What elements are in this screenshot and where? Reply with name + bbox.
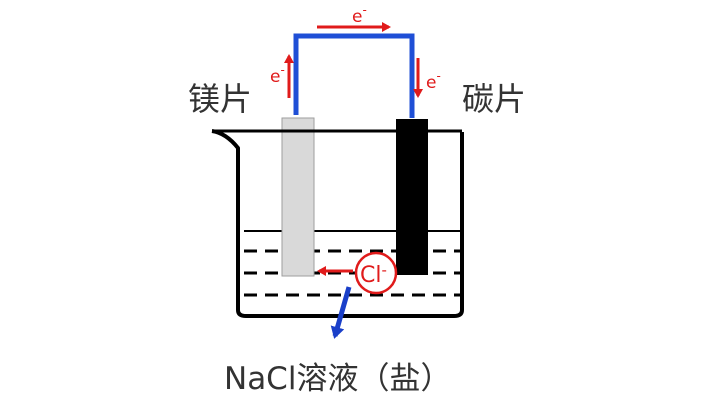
chloride-ion (354, 251, 398, 295)
electron-label-top: e- (352, 3, 367, 27)
solution-pointer-arrow (330, 286, 352, 339)
solution-label: NaCl溶液（盐） (224, 361, 451, 397)
electron-label-left: e- (270, 63, 285, 87)
magnesium-electrode (281, 117, 315, 277)
external-wire (293, 33, 415, 118)
carbon-label: 碳片 (462, 80, 526, 118)
beaker (211, 129, 464, 318)
magnesium-label: 镁片 (188, 80, 252, 118)
electron-label-right: e- (426, 69, 441, 93)
carbon-electrode (396, 119, 428, 275)
chloride-ion-label: Cl- (360, 261, 387, 288)
